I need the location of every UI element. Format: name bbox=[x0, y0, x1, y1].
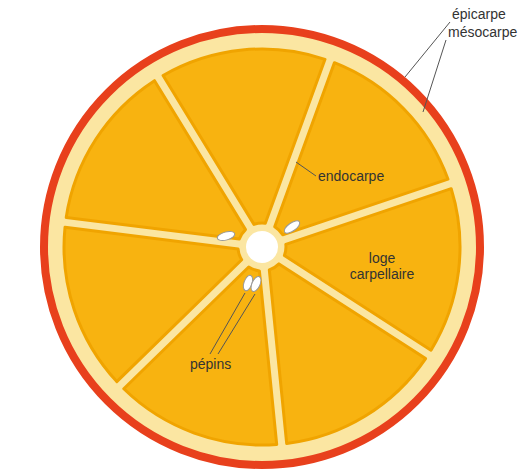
carpel-segment bbox=[64, 227, 242, 381]
seed bbox=[216, 230, 235, 242]
leader-line bbox=[210, 293, 245, 354]
part-label: pépins bbox=[190, 356, 231, 372]
epicarp-rim bbox=[44, 29, 480, 465]
carpel-segment bbox=[163, 49, 325, 224]
seed bbox=[282, 219, 301, 236]
segments bbox=[64, 49, 460, 445]
part-label: épicarpe bbox=[452, 6, 506, 22]
leader-line bbox=[423, 40, 446, 112]
center-axis bbox=[246, 231, 278, 263]
seed bbox=[249, 275, 263, 293]
part-label: loge carpellaire bbox=[339, 250, 425, 282]
carpel-segment bbox=[269, 264, 425, 444]
leader-line bbox=[218, 294, 255, 354]
part-label: endocarpe bbox=[318, 168, 384, 184]
leader-line bbox=[296, 162, 316, 176]
part-label: mésocarpe bbox=[448, 24, 517, 40]
